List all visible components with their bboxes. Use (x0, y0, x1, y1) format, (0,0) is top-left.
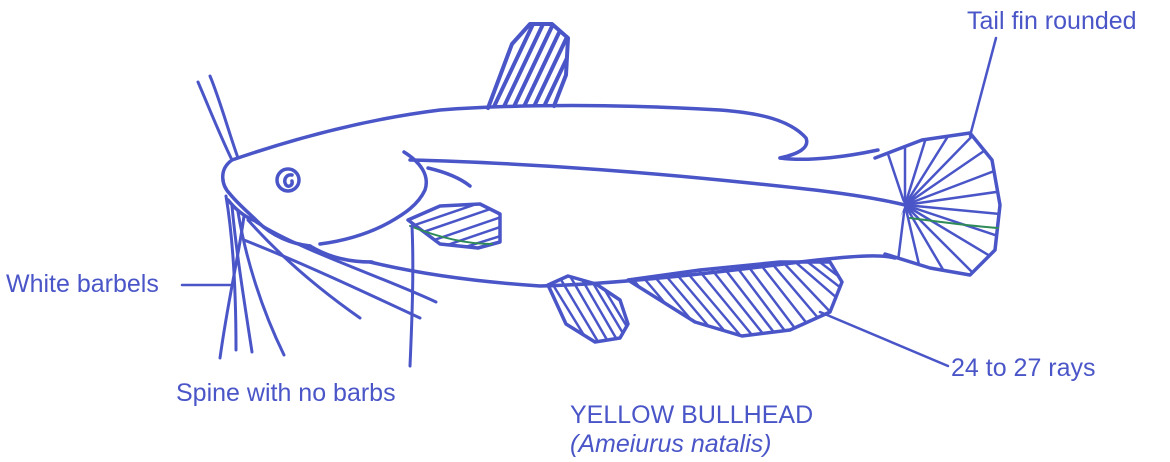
spine-label: Spine with no barbs (176, 381, 396, 406)
fish-body (223, 106, 905, 287)
tail-fin (870, 125, 1010, 290)
species-common-name: YELLOW BULLHEAD (570, 403, 813, 428)
barbels-label: White barbels (6, 272, 159, 297)
leader-rays (820, 312, 948, 366)
anal-fin (625, 260, 850, 336)
pectoral-fin (400, 196, 520, 258)
species-scientific-name: (Ameiurus natalis) (570, 432, 771, 457)
anal-rays-label: 24 to 27 rays (951, 356, 1096, 381)
tail-fin-label: Tail fin rounded (967, 9, 1137, 34)
dorsal-fin (488, 20, 595, 115)
pectoral-spine (410, 226, 413, 366)
leader-tail-fin (970, 38, 996, 136)
